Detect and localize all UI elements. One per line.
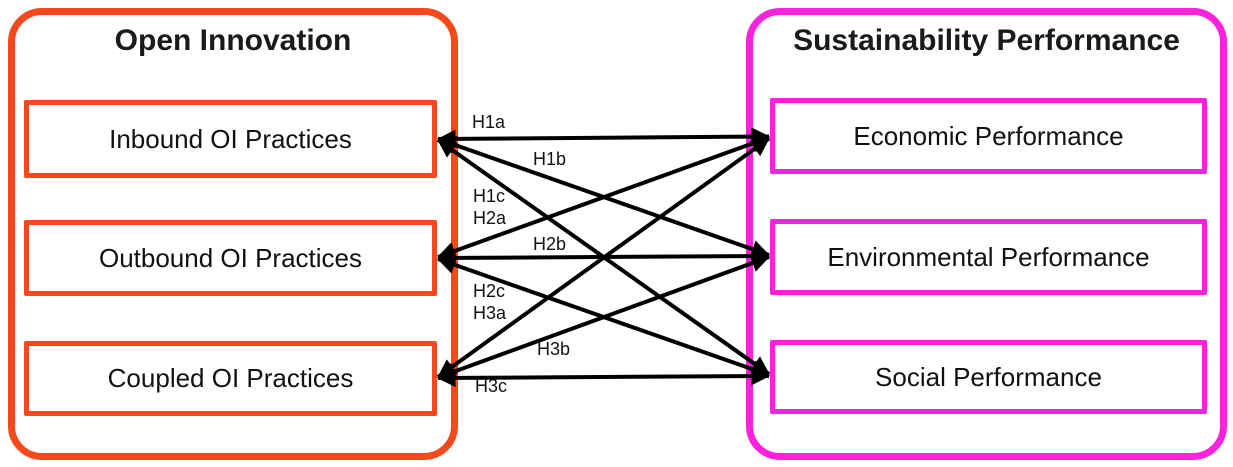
node-outbound-oi-practices: Outbound OI Practices xyxy=(24,220,437,296)
arrow-h1a-inbound-economic xyxy=(437,127,770,149)
node-inbound-oi-practices: Inbound OI Practices xyxy=(24,100,437,178)
hypothesis-label-h2c: H2c xyxy=(473,281,506,301)
node-label: Inbound OI Practices xyxy=(109,123,352,154)
hypothesis-label-h2a: H2a xyxy=(473,208,507,228)
hypothesis-label-h3a: H3a xyxy=(473,303,507,323)
hypothesis-label-h3b: H3b xyxy=(537,339,571,359)
node-label: Social Performance xyxy=(875,361,1102,392)
hypothesis-label-h2b: H2b xyxy=(533,234,567,254)
sustainability-performance-title: Sustainability Performance xyxy=(793,24,1180,57)
arrow-h2b-outbound-environmental xyxy=(437,246,770,268)
node-coupled-oi-practices: Coupled OI Practices xyxy=(24,341,437,416)
hypothesis-label-h3c: H3c xyxy=(475,376,508,396)
node-social-performance: Social Performance xyxy=(770,340,1207,414)
hypothesis-label-h1c: H1c xyxy=(473,186,506,206)
hypothesis-label-h1b: H1b xyxy=(533,149,567,169)
hypothesis-label-h1a: H1a xyxy=(472,112,506,132)
arrow-h3a-coupled-economic xyxy=(436,136,771,379)
open-innovation-title: Open Innovation xyxy=(114,24,352,57)
node-economic-performance: Economic Performance xyxy=(770,98,1207,174)
node-label: Environmental Performance xyxy=(827,241,1150,272)
arrow-h1c-inbound-social xyxy=(436,138,771,376)
node-label: Economic Performance xyxy=(853,120,1124,151)
node-label: Outbound OI Practices xyxy=(98,242,363,273)
node-environmental-performance: Environmental Performance xyxy=(770,219,1207,295)
node-label: Coupled OI Practices xyxy=(107,363,354,393)
